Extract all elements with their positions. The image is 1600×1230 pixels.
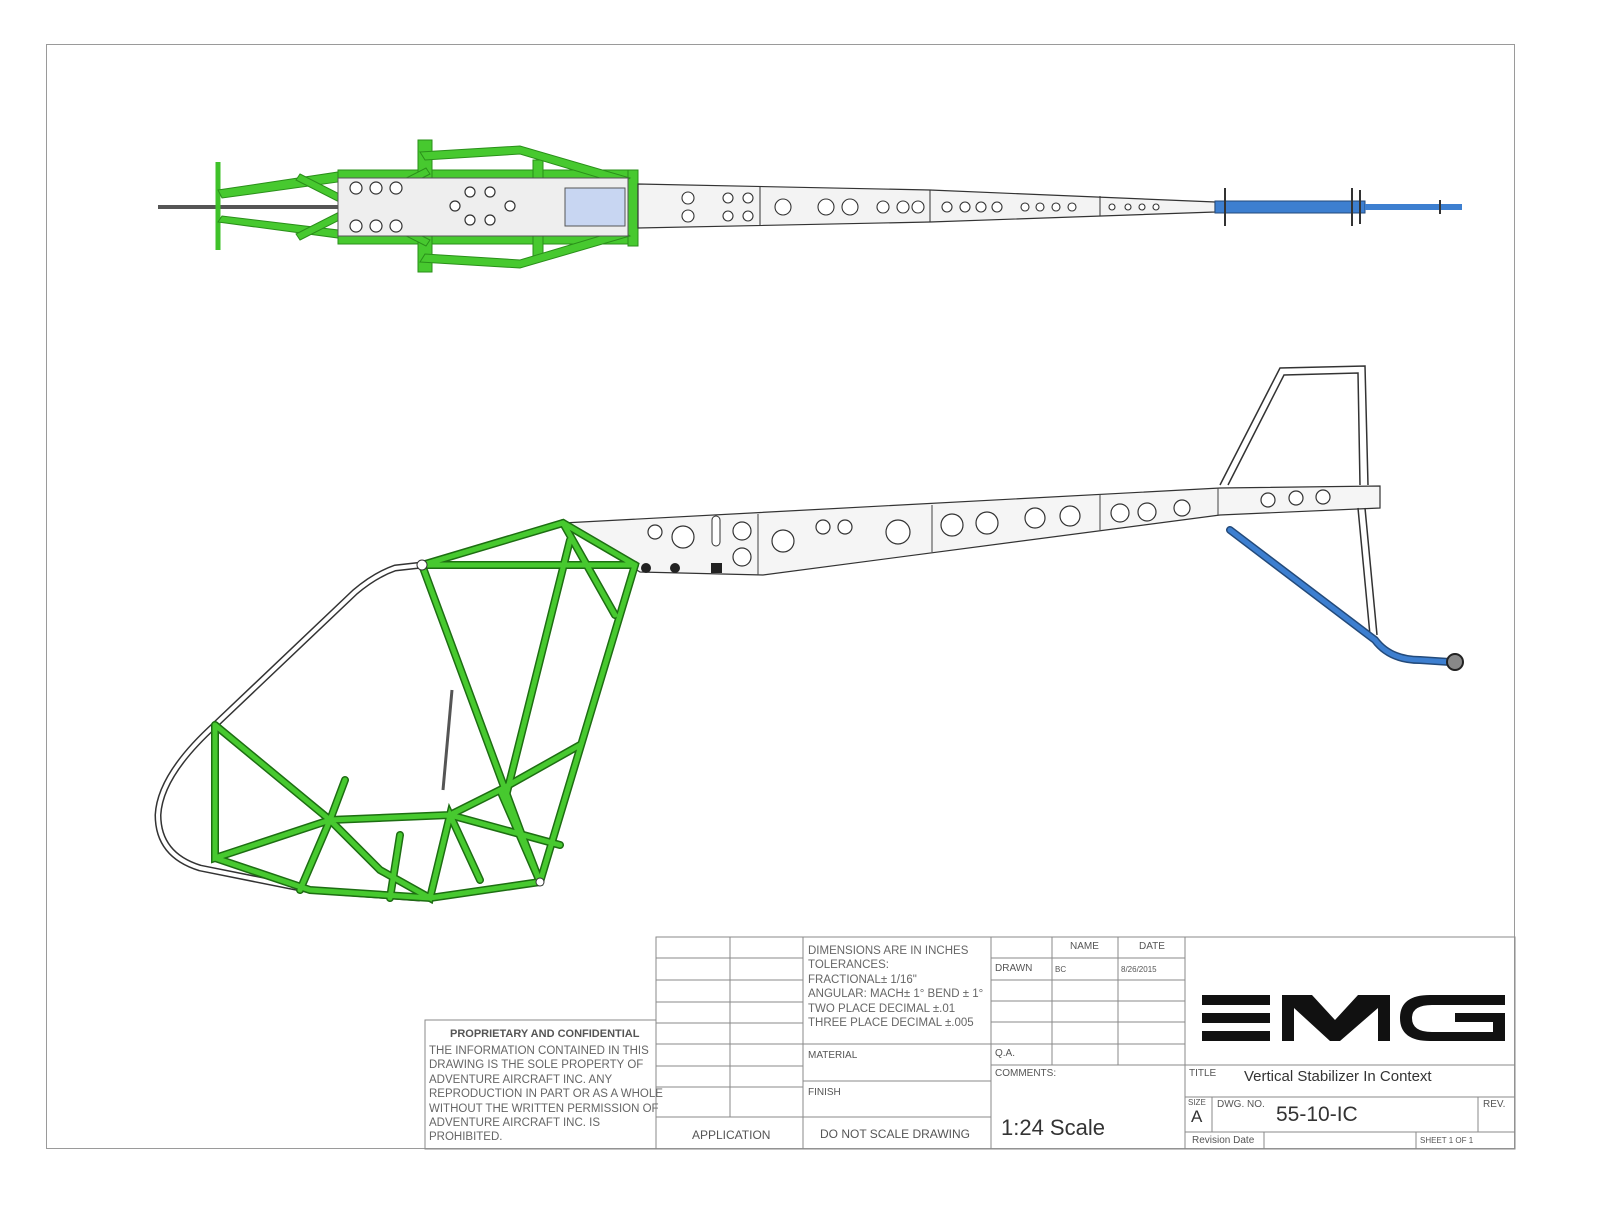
tolerance-line: TOLERANCES: (808, 959, 889, 972)
proprietary-line: WITHOUT THE WRITTEN PERMISSION OF (429, 1102, 659, 1115)
tolerances-text: DIMENSIONS ARE IN INCHES TOLERANCES: FRA… (808, 944, 983, 1030)
proprietary-line: THE INFORMATION CONTAINED IN THIS (429, 1045, 649, 1057)
title-block-grid (424, 936, 1516, 1150)
frame-joint (535, 877, 545, 887)
top-view-cabin-panel (564, 187, 626, 227)
frame-joint (416, 559, 428, 571)
tail-skid (1227, 527, 1453, 665)
rev-label: REV. (1483, 1099, 1506, 1110)
tolerance-line: DIMENSIONS ARE IN INCHES (808, 945, 969, 957)
top-view-tail-brackets (1224, 188, 1441, 226)
top-view-cabin-holes (349, 181, 516, 233)
top-view (158, 139, 1462, 273)
proprietary-text: THE INFORMATION CONTAINED IN THIS DRAWIN… (429, 1044, 663, 1145)
drawing-title: Vertical Stabilizer In Context (1244, 1068, 1432, 1085)
drawn-date: 8/26/2015 (1121, 965, 1157, 974)
side-view-boom-joints (757, 488, 1219, 575)
dwg-no-label: DWG. NO. (1217, 1099, 1265, 1110)
title-label: TITLE (1189, 1068, 1217, 1079)
do-not-scale-note: DO NOT SCALE DRAWING (820, 1127, 971, 1141)
date-column-header: DATE (1139, 941, 1165, 952)
tolerance-line: FRACTIONAL± 1/16" (808, 973, 917, 986)
top-view-boom-joints (759, 186, 1101, 226)
proprietary-line: PROHIBITED. (429, 1131, 503, 1144)
side-view-green-frame (211, 518, 640, 905)
material-label: MATERIAL (808, 1050, 858, 1061)
top-view-boom-holes (681, 191, 1160, 223)
drawn-label: DRAWN (995, 963, 1033, 974)
proprietary-line: DRAWING IS THE SOLE PROPERTY OF (429, 1059, 644, 1072)
top-view-tail-tube (1214, 200, 1366, 214)
side-view-boom-bolt (641, 563, 651, 573)
drawn-name: BC (1055, 965, 1067, 974)
dwg-no-value: 55-10-IC (1276, 1103, 1358, 1126)
name-column-header: NAME (1070, 941, 1099, 952)
vertical-stabilizer (1219, 365, 1378, 636)
tolerance-line: TWO PLACE DECIMAL ±.01 (808, 1002, 956, 1015)
proprietary-line: ADVENTURE AIRCRAFT INC. IS (429, 1117, 601, 1130)
nose-tube-outline (154, 561, 423, 902)
side-view-boom-bracket (711, 563, 722, 573)
tolerance-line: ANGULAR: MACH± 1° BEND ± 1° (808, 988, 984, 1001)
application-label: APPLICATION (692, 1128, 771, 1142)
size-value: A (1191, 1107, 1203, 1126)
proprietary-line: REPRODUCTION IN PART OR AS A WHOLE (429, 1088, 663, 1101)
side-view (154, 365, 1464, 905)
proprietary-line: ADVENTURE AIRCRAFT INC. ANY (429, 1073, 613, 1086)
nose-tube (156, 563, 423, 900)
side-view-boom-slot (711, 515, 721, 547)
tail-wheel (1446, 653, 1464, 671)
revision-date-label: Revision Date (1192, 1135, 1255, 1146)
tolerance-line: THREE PLACE DECIMAL ±.005 (808, 1017, 974, 1030)
proprietary-heading: PROPRIETARY AND CONFIDENTIAL (450, 1028, 640, 1040)
sheet-label: SHEET 1 OF 1 (1420, 1136, 1474, 1145)
emg-logo (1202, 995, 1505, 1041)
tail-skid-outline (1226, 526, 1454, 666)
finish-label: FINISH (808, 1087, 841, 1098)
size-label: SIZE (1188, 1098, 1206, 1107)
qa-label: Q.A. (995, 1048, 1016, 1059)
side-view-boom-holes (647, 489, 1331, 567)
scale-note: 1:24 Scale (1001, 1115, 1105, 1140)
comments-label: COMMENTS: (995, 1068, 1057, 1079)
control-rod (441, 689, 454, 791)
side-view-boom-bolt (670, 563, 680, 573)
